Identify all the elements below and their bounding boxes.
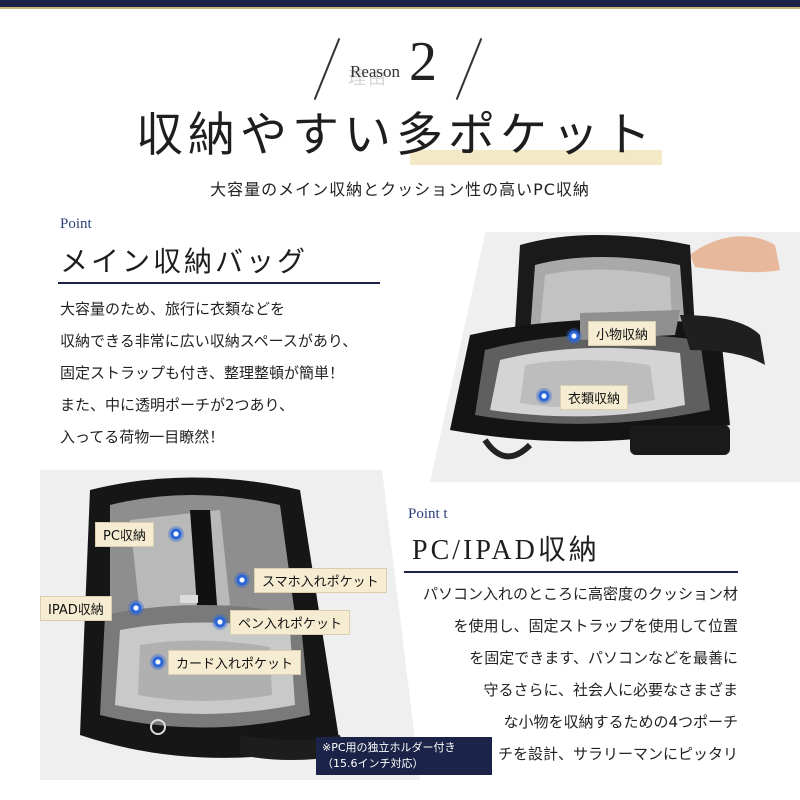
hotspot-dot [234, 572, 250, 588]
tag-clothes: 衣類収納 [560, 385, 629, 410]
tag-pc-storage: PC収納 [95, 522, 154, 547]
reason-ghost-text: 理由 [348, 68, 388, 89]
tag-small-items: 小物収納 [588, 321, 657, 346]
hotspot-dot [212, 614, 228, 630]
reason-number: 2 [409, 31, 437, 93]
top-navy-bar [0, 0, 800, 7]
point1-line: 固定ストラップも付き、整理整頓が簡単！ [60, 364, 344, 382]
note-line: ※PC用の独立ホルダー付き [322, 741, 456, 754]
point2-line: パソコン入れのところに高密度のクッション材 [422, 585, 738, 603]
right-slash-divider [455, 38, 483, 100]
left-slash-divider [313, 38, 341, 100]
backpack-main-compartment-image [450, 235, 780, 460]
page-title: 収納やすい多ポケット [136, 108, 656, 163]
point1-line: 収納できる非常に広い収納スペースがあり、 [60, 332, 358, 350]
point1-underline [58, 282, 380, 284]
tag-phone-pocket: スマホ入れポケット [254, 568, 387, 593]
tag-pen-pocket: ペン入れポケット [230, 610, 351, 635]
reason-label: Reason [350, 62, 401, 81]
point1-description: 大容量のため、旅行に衣類などを 収納できる非常に広い収納スペースがあり、 固定ス… [60, 293, 357, 453]
hotspot-dot [150, 654, 166, 670]
page-subtitle: 大容量のメイン収納とクッション性の高いPC収納 [210, 180, 590, 199]
tag-card-pocket: カード入れポケット [168, 650, 302, 675]
point2-label: Point t [408, 506, 448, 522]
point2-line: な小物を収納するための4つポーチ [503, 713, 738, 731]
tag-ipad-storage: IPAD収納 [40, 596, 112, 621]
title-highlight [410, 150, 662, 165]
point2-line: 守るさらに、社会人に必要なさまざま [483, 681, 738, 699]
point2-line: を固定できます、パソコンなどを最善に [469, 649, 738, 667]
note-line: （15.6インチ対応） [322, 757, 424, 770]
point1-title: メイン収納バッグ [60, 245, 309, 278]
hotspot-dot [536, 388, 552, 404]
point2-line: を使用し、固定ストラップを使用して位置 [453, 617, 738, 635]
point2-underline [404, 571, 738, 573]
pc-holder-note: ※PC用の独立ホルダー付き （15.6インチ対応） [316, 737, 492, 775]
point2-description: パソコン入れのところに高密度のクッション材 を使用し、固定ストラップを使用して位… [400, 578, 738, 770]
hotspot-dot [128, 600, 144, 616]
hotspot-dot [168, 526, 184, 542]
backpack-pc-compartment-image [80, 477, 345, 760]
point2-line: チを設計、サラリーマンにピッタリ [497, 745, 738, 763]
top-gold-line [0, 7, 800, 9]
hotspot-dot [566, 328, 582, 344]
point1-line: また、中に透明ポーチが2つあり、 [60, 396, 294, 414]
point1-label: Point [60, 216, 92, 232]
point1-line: 大容量のため、旅行に衣類などを [60, 300, 286, 318]
point1-line: 入ってる荷物一目瞭然！ [60, 428, 225, 446]
point2-title: PC/IPAD収納 [412, 535, 600, 566]
